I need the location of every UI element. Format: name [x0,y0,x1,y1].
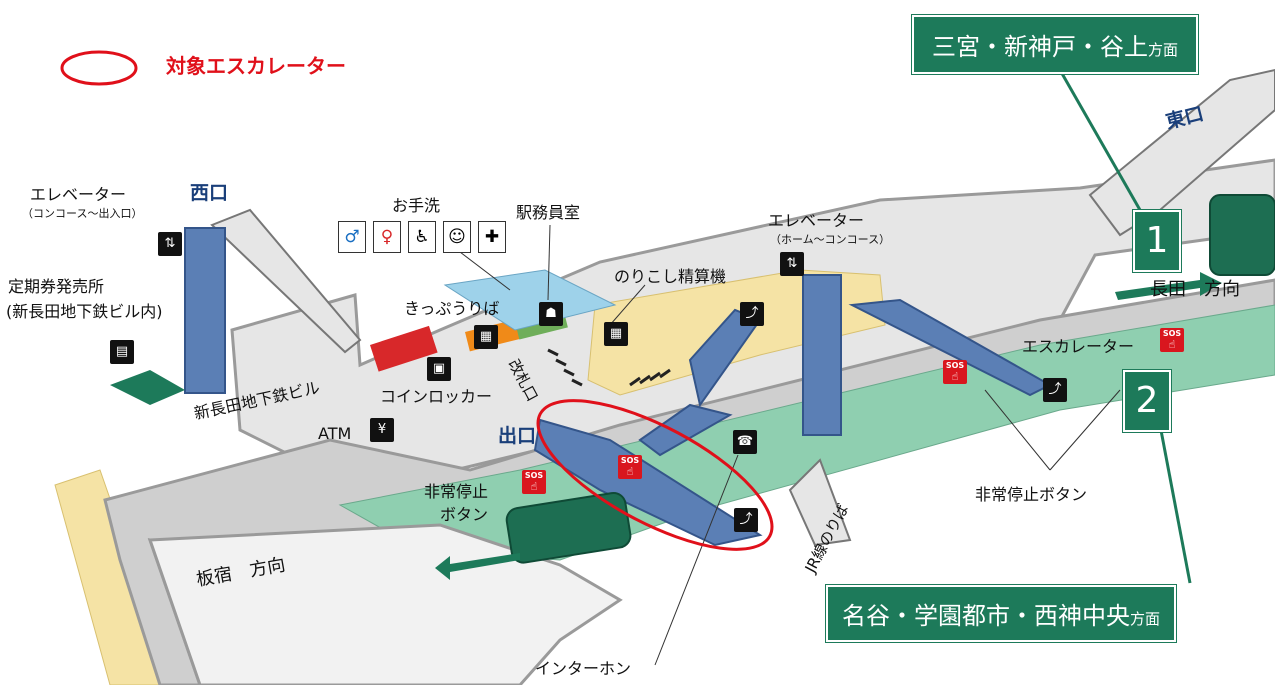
ticket-gate-bars [547,348,671,387]
elevator-home-sub: （ホーム～コンコース） [770,233,891,246]
elevator-icon: ⇅ [780,252,804,276]
intercom-label: インターホン [535,659,632,678]
nagata-direction-label: 長田 方向 [1150,279,1240,300]
lower-concourse [147,523,623,685]
station-office [443,269,617,331]
commuter-pass-icon: ▤ [110,340,134,364]
south-direction-suffix: 方面 [1130,610,1161,628]
coin-locker-label: コインロッカー [380,387,493,406]
north-direction-main: 三宮・新神戸・谷上 [932,33,1148,61]
emergency-stop-right-label: 非常停止ボタン [975,485,1088,504]
platform-elevator-shaft [802,274,842,436]
emergency-stop-label-a: 非常停止 [424,482,489,501]
toilet-male-icon: ♂ [338,221,366,253]
north-direction-suffix: 方面 [1148,41,1179,59]
atm-label: ATM [318,424,352,443]
commuter-pass-sub: (新長田地下鉄ビル内) [6,302,163,321]
legend-label: 対象エスカレーター [166,54,346,78]
platform-number-1: 1 [1133,210,1181,272]
nagata-arrow [1115,272,1222,300]
sos-button-icon: SOS☝ [1160,328,1184,352]
toilet-accessible-icon: ♿ [408,221,436,253]
south-direction-main: 名谷・学園都市・西神中央 [842,602,1130,630]
commuter-pass-label: 定期券発売所 [8,277,105,296]
itayado-arrow [435,553,520,580]
south-pointer [1158,424,1192,584]
elevator-concourse-sub: （コンコース～出入口） [22,207,143,220]
north-direction-box: 三宮・新神戸・谷上方面 [912,15,1199,74]
platform-number-2: 2 [1123,370,1171,432]
toilet-ostomate-icon: ✚ [478,221,506,253]
elevator-concourse-label: エレベーター [30,185,127,204]
atm-icon: ¥ [370,418,394,442]
fare-adjust-icon: ▦ [604,322,628,346]
coin-locker-icon: ▣ [427,357,451,381]
intercom-icon: ☎ [733,430,757,454]
escalator-icon: ⤴ [740,302,764,326]
leader-lines [459,224,1121,666]
toilet-label: お手洗 [392,196,441,215]
fare-adjust-label: のりこし精算機 [614,267,727,286]
sos-button-icon: SOS☝ [522,470,546,494]
toilet-baby-icon: ☺ [443,221,471,253]
ticket-sales-label: きっぷうりば [404,299,500,318]
escalator-label: エスカレーター [1022,337,1135,356]
elevator-icon: ⇅ [158,232,182,256]
main-exit-label: 出口 [498,425,537,447]
station-office-label: 駅務員室 [516,203,581,222]
ticket-machine-red [370,325,438,372]
south-direction-box: 名谷・学園都市・西神中央方面 [826,585,1177,642]
jr-stairs [788,458,852,547]
middle-escalator [638,403,733,457]
sos-button-icon: SOS☝ [943,360,967,384]
emergency-stop-label-b: ボタン [440,505,489,524]
north-pointer [1058,69,1142,211]
east-stairs [1088,68,1275,237]
legend-ellipse [60,50,138,86]
sos-button-icon: SOS☝ [618,455,642,479]
train-nagata [1209,194,1275,276]
west-stairs [210,208,362,354]
toilet-female-icon: ♀ [373,221,401,253]
west-elevator-shaft [184,227,226,394]
ticket-machine-icon: ▦ [474,325,498,349]
commuter-pass-office [110,370,185,405]
escalator-icon: ⤴ [1043,378,1067,402]
elevator-home-label: エレベーター [768,211,865,230]
west-exit-label: 西口 [190,182,229,204]
station-office-icon: ☗ [539,302,563,326]
train-itayado [505,491,632,564]
target-escalator [533,418,763,547]
target-escalator-highlight [536,399,774,551]
escalator-icon: ⤴ [734,508,758,532]
